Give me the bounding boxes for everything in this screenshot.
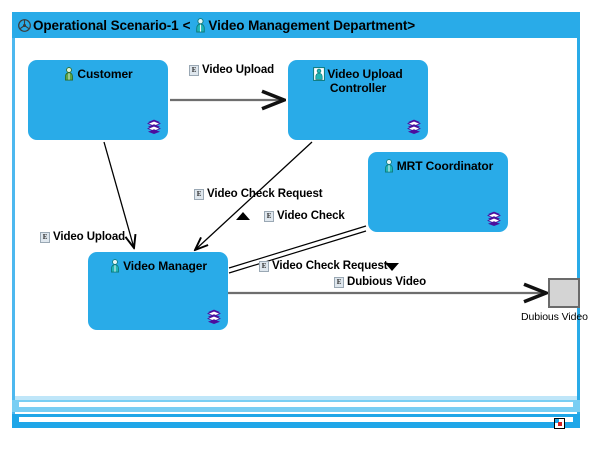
marker-triangle-up-icon (236, 212, 250, 220)
node-customer[interactable]: Customer (28, 60, 168, 140)
diagram-title-separator: < (182, 17, 191, 33)
layers-icon (486, 211, 502, 226)
frame-band-mid-line (19, 402, 573, 407)
exchange-item-badge: E (194, 188, 204, 200)
edge-label-video-check-request-upper[interactable]: E Video Check Request (194, 188, 323, 200)
node-video-upload-controller-title: Video Upload Controller (288, 66, 428, 95)
link-vuc-to-video-manager (195, 141, 313, 250)
edge-label-text: Dubious Video (347, 276, 426, 288)
node-mrt-coordinator-title: MRT Coordinator (368, 158, 508, 173)
link-customer-to-video-manager (103, 141, 134, 248)
node-vuc-label-line2: Controller (329, 81, 387, 95)
component-icon (313, 66, 326, 81)
actor-teal-icon (109, 258, 121, 273)
operational-scenario-icon (17, 18, 32, 33)
layers-icon (146, 119, 162, 134)
edge-label-dubious-video[interactable]: E Dubious Video (334, 276, 426, 288)
exchange-item-badge: E (40, 231, 50, 243)
node-video-manager-title: Video Manager (88, 258, 228, 273)
exchange-item-badge: E (334, 276, 344, 288)
node-customer-title: Customer (28, 66, 168, 81)
edge-label-text: Video Upload (202, 64, 275, 76)
handle-marker-red (558, 422, 562, 426)
node-mrt-coordinator[interactable]: MRT Coordinator (368, 152, 508, 232)
edge-label-text: Video Check (277, 210, 345, 222)
resize-handle[interactable] (554, 418, 565, 429)
marker-triangle-down-icon (385, 263, 399, 271)
edge-label-text: Video Check Request (207, 188, 323, 200)
exchange-item-badge: E (189, 64, 199, 76)
edge-label-text: Video Upload (53, 231, 126, 243)
diagram-title-context: Video Management Department> (208, 17, 416, 33)
edge-label-video-check-request-lower[interactable]: E Video Check Request (259, 260, 388, 272)
output-pin-label: Dubious Video (521, 311, 588, 323)
output-pin-dubious-video[interactable] (548, 278, 580, 308)
diagram-title-bar[interactable]: Operational Scenario-1 < Video Managemen… (12, 12, 430, 38)
actor-icon (194, 17, 207, 33)
node-video-manager[interactable]: Video Manager (88, 252, 228, 330)
edge-label-text: Video Check Request (272, 260, 388, 272)
link-mrt-to-video-manager-a (228, 225, 367, 269)
diagram-title-text: Operational Scenario-1 (33, 17, 179, 33)
node-vuc-label-line1: Video Upload (327, 67, 403, 81)
handle-marker-blue (555, 419, 559, 423)
edge-label-video-upload-left[interactable]: E Video Upload (40, 231, 125, 243)
exchange-item-badge: E (259, 260, 269, 272)
layers-icon (206, 309, 222, 324)
frame-band-outer-bottom-line (19, 417, 573, 422)
actor-teal-icon (383, 158, 395, 173)
node-customer-label: Customer (77, 67, 133, 81)
node-mrt-coordinator-label: MRT Coordinator (396, 159, 494, 173)
frame-band-top-right (430, 12, 580, 38)
actor-green-icon (63, 66, 75, 81)
edge-label-video-upload-top[interactable]: E Video Upload (189, 64, 274, 76)
node-video-upload-controller[interactable]: Video Upload Controller (288, 60, 428, 140)
edge-label-video-check[interactable]: E Video Check (264, 210, 345, 222)
link-mrt-to-video-manager-b (228, 230, 367, 274)
exchange-item-badge: E (264, 210, 274, 222)
layers-icon (406, 119, 422, 134)
frame-band-inner-bottom (15, 396, 577, 400)
node-video-manager-label: Video Manager (123, 259, 207, 273)
